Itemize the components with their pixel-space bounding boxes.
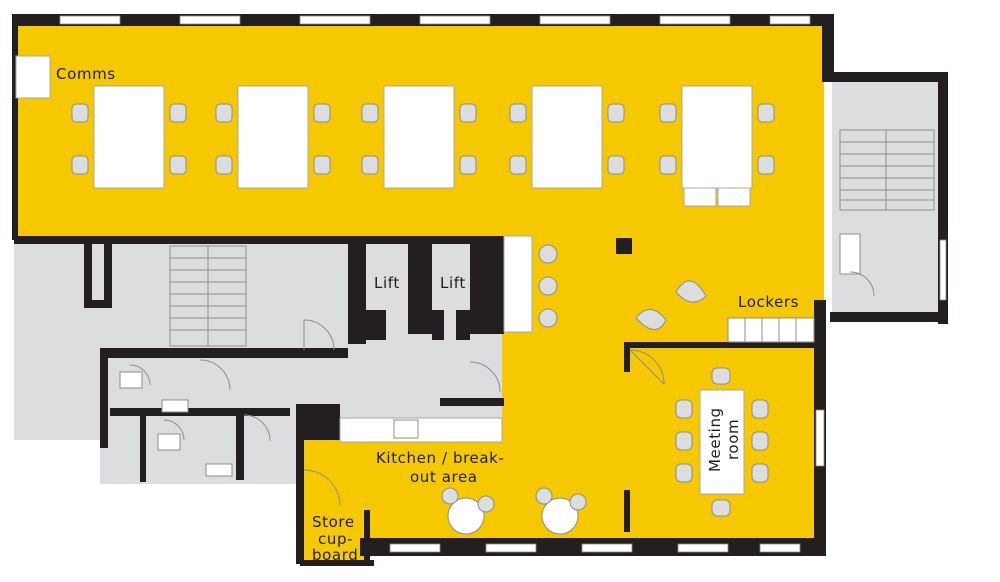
cafe-table: [441, 487, 495, 535]
bar-stool: [538, 308, 558, 328]
label-kitchen-line1: Kitchen / break-: [376, 449, 504, 467]
cafe-table: [535, 487, 587, 535]
stairs-core: [169, 245, 247, 347]
desk-cluster-4: [509, 85, 625, 189]
label-meeting-line1: Meeting: [706, 407, 724, 472]
label-lockers: Lockers: [738, 293, 799, 311]
label-meeting-line2: room: [724, 419, 742, 460]
bar-stool: [538, 276, 558, 296]
desk-clusters: [15, 55, 775, 207]
desk-cluster-3: [361, 85, 477, 189]
bar-stool: [538, 244, 558, 264]
doors: [129, 271, 875, 507]
label-comms: Comms: [56, 65, 116, 83]
comms-cabinet: [15, 55, 51, 99]
meeting-room: [675, 367, 769, 517]
lounge-chair: [675, 280, 707, 303]
meeting-table: [699, 389, 745, 495]
lounge-chair: [635, 309, 667, 330]
bar-counter: [503, 235, 533, 333]
desk-cluster-5: [659, 85, 775, 207]
kitchen-strip: [502, 346, 632, 442]
wc-fittings: [119, 371, 233, 477]
kitchen-sink: [393, 419, 419, 439]
stairs-tower: [839, 129, 935, 275]
label-store-line3: board: [312, 546, 358, 564]
desk-cluster-1: [71, 85, 187, 189]
walls: [12, 14, 948, 566]
kitchen-counter: [339, 417, 503, 443]
lockers: [727, 317, 815, 343]
room-labels: Comms Lift Lift Lockers Kitchen / break-…: [56, 65, 799, 564]
store-cupboard-floor: [302, 510, 368, 562]
label-lift-right: Lift: [440, 274, 466, 292]
desk-cluster-2: [215, 85, 331, 189]
label-store-line2: cup-: [318, 530, 353, 548]
label-store-line1: Store: [312, 513, 355, 531]
breakout-furniture: [503, 235, 815, 343]
label-lift-left: Lift: [374, 274, 400, 292]
label-kitchen-line2: out area: [410, 468, 478, 486]
kitchen: [339, 417, 587, 535]
